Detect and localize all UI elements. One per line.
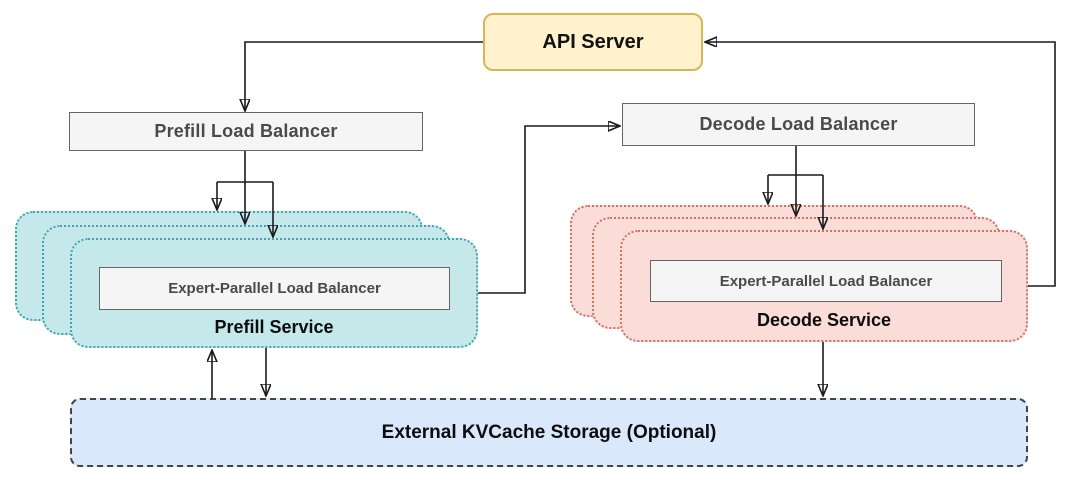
api-server-node: API Server — [483, 13, 703, 71]
prefill-load-balancer-node: Prefill Load Balancer — [69, 112, 423, 151]
decode-expert-parallel-load-balancer: Expert-Parallel Load Balancer — [650, 260, 1002, 302]
decode-service-label: Decode Service — [756, 310, 892, 330]
prefill-expert-parallel-load-balancer: Expert-Parallel Load Balancer — [99, 267, 450, 310]
prefill-service-group: Expert-Parallel Load Balancer Prefill Se… — [70, 238, 478, 348]
prefill-service-label: Prefill Service — [214, 317, 334, 337]
decode-load-balancer-node: Decode Load Balancer — [622, 103, 975, 146]
edge-api-to-prefill-lb — [245, 41, 483, 110]
external-kvcache-storage-node: External KVCache Storage (Optional) — [70, 398, 1028, 467]
decode-service-group: Expert-Parallel Load Balancer Decode Ser… — [620, 230, 1028, 342]
